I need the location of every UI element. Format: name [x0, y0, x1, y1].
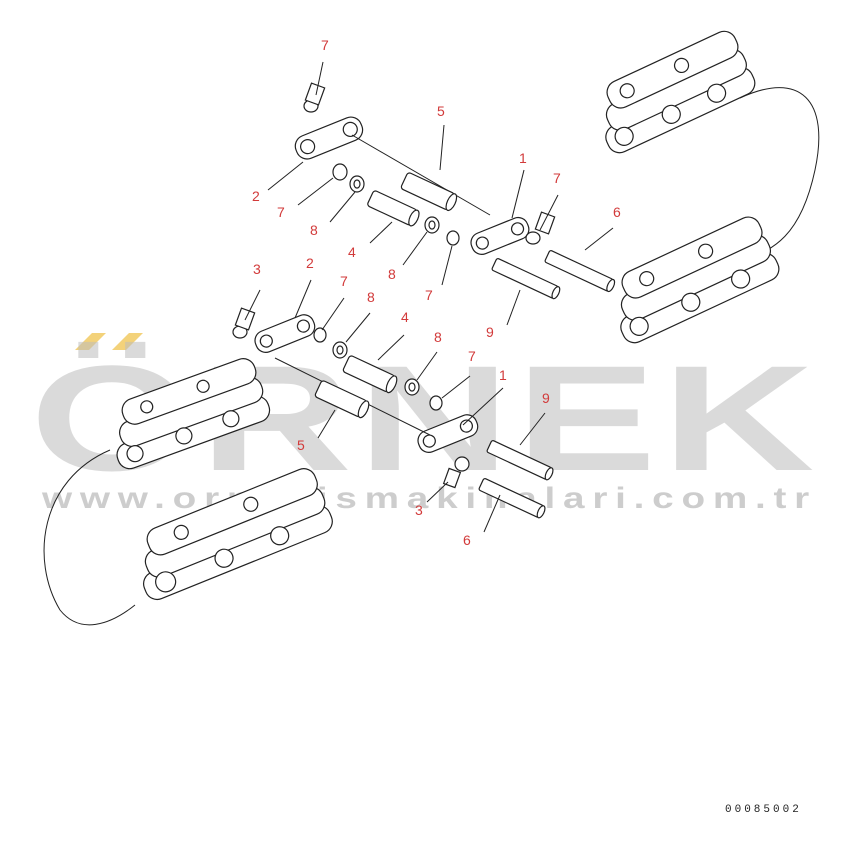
bushing-5-lower [314, 380, 370, 419]
callout-3: 3 [253, 261, 261, 277]
callout-7: 7 [425, 287, 433, 303]
seal-rings-upper [303, 82, 556, 246]
chain-segment-lower-left [143, 468, 333, 601]
callout-2: 2 [252, 188, 260, 204]
callout-7: 7 [553, 170, 561, 186]
callout-6: 6 [613, 204, 621, 220]
callout-8: 8 [388, 266, 396, 282]
track-loop-right [739, 87, 820, 261]
bushing-5-upper [400, 172, 458, 212]
callout-1: 1 [499, 367, 507, 383]
callout-7: 7 [277, 204, 285, 220]
chain-segment-upper-right [605, 30, 756, 154]
callout-6: 6 [463, 532, 471, 548]
link-1-lower [417, 414, 479, 453]
callout-4: 4 [401, 309, 409, 325]
watermark-url: www.ornekismakinalari.com.tr [41, 482, 817, 515]
link-2-lower [254, 314, 316, 353]
callout-leaders [244, 61, 614, 533]
pin-9-upper [491, 258, 561, 300]
callout-8: 8 [367, 289, 375, 305]
link-2-upper [294, 116, 364, 160]
pin-9-lower [486, 440, 554, 481]
callout-8: 8 [310, 222, 318, 238]
callout-5: 5 [297, 437, 305, 453]
watermark-accent-right [112, 333, 143, 350]
bushing-4-lower [342, 355, 398, 394]
chain-segment-lower-right [620, 216, 780, 344]
callout-2: 2 [306, 255, 314, 271]
link-1-upper [470, 216, 530, 255]
callout-7: 7 [468, 348, 476, 364]
callout-8: 8 [434, 329, 442, 345]
track-loop-left [43, 449, 136, 626]
pin-6-lower [478, 478, 546, 519]
callout-1: 1 [519, 150, 527, 166]
drawing-code: 00085002 [725, 804, 802, 816]
assembly-axis-upper [351, 134, 491, 216]
bushing-4-upper [367, 190, 420, 227]
callouts: 7 5 1 7 2 7 6 8 4 8 7 3 2 7 8 9 4 8 7 1 … [252, 37, 621, 548]
callout-7: 7 [340, 273, 348, 289]
callout-3: 3 [415, 502, 423, 518]
chain-segment-upper-left [116, 358, 271, 470]
callout-5: 5 [437, 103, 445, 119]
callout-4: 4 [348, 244, 356, 260]
callout-7: 7 [321, 37, 329, 53]
callout-9: 9 [486, 324, 494, 340]
pin-6-upper [544, 250, 616, 293]
watermark-accent-left [75, 333, 106, 350]
callout-9: 9 [542, 390, 550, 406]
